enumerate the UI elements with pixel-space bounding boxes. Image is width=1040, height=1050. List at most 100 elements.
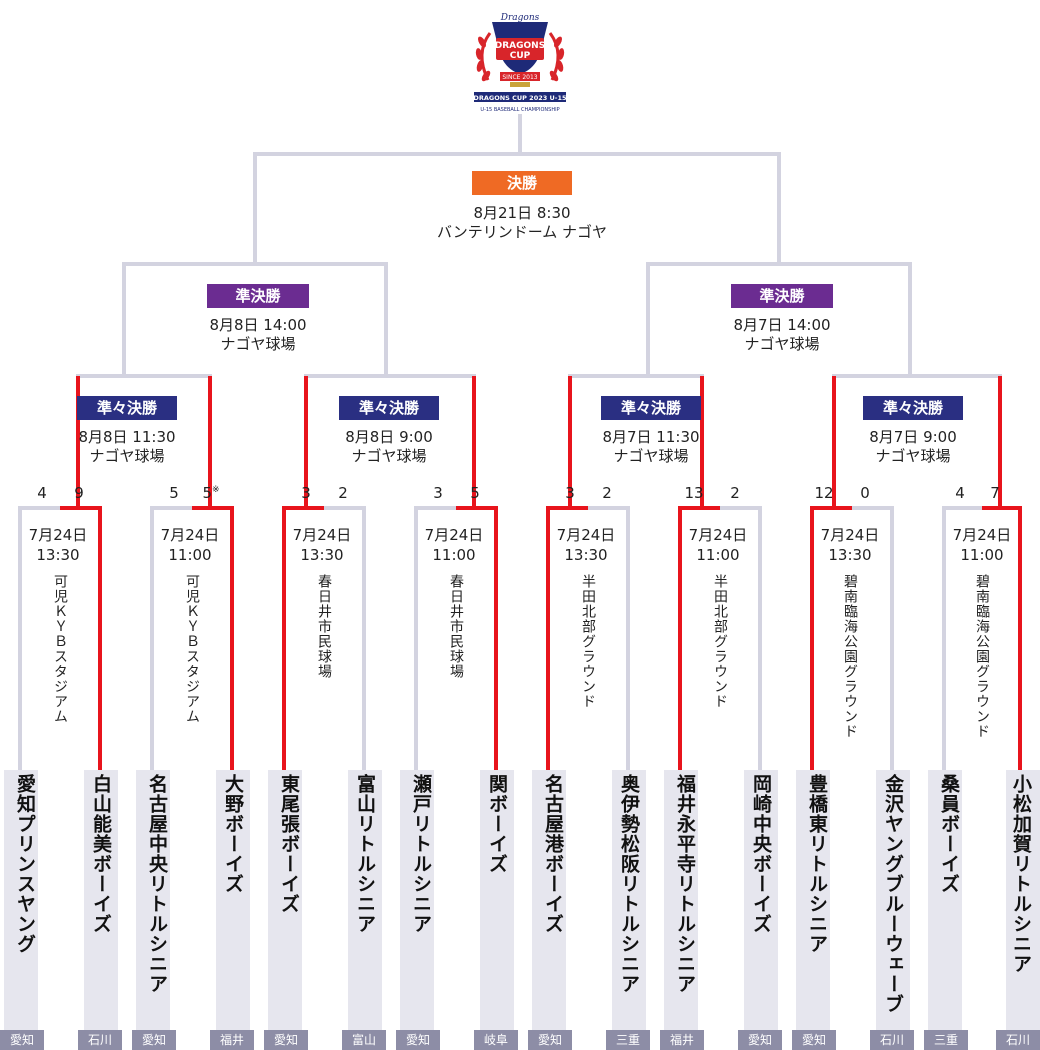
r16-time: 13:30 <box>564 546 608 564</box>
r16-venue: 春日井市民球場 <box>316 574 332 679</box>
final-venue: バンテリンドーム ナゴヤ <box>436 223 608 241</box>
team-column <box>664 770 698 1030</box>
score-right: 2 <box>602 484 612 502</box>
score-left: 4 <box>37 484 47 502</box>
team-column <box>612 770 646 1030</box>
r16-time: 11:00 <box>960 546 1004 564</box>
prefecture-badge: 富山 <box>342 1030 386 1050</box>
team-column <box>136 770 170 1030</box>
r16-venue: 春日井市民球場 <box>448 574 464 679</box>
score-right: 7 <box>990 484 1000 502</box>
r16-venue: 可児ＫＹＢスタジアム <box>184 574 200 724</box>
r16-time: 11:00 <box>432 546 476 564</box>
prefecture-badge: 三重 <box>924 1030 968 1050</box>
semifinal-2-venue: ナゴヤ球場 <box>744 335 820 353</box>
team-column <box>400 770 434 1030</box>
team-column <box>796 770 830 1030</box>
r16-venue: 碧南臨海公園グラウンド <box>842 574 858 739</box>
final-date: 8月21日 8:30 <box>473 204 571 222</box>
quarterfinal-1-badge: 準々決勝 <box>77 396 177 420</box>
team-column <box>84 770 118 1030</box>
team-column <box>4 770 38 1030</box>
team-column <box>216 770 250 1030</box>
r16-date: 7月24日 <box>556 526 616 544</box>
quarterfinal-4-venue: ナゴヤ球場 <box>875 447 951 465</box>
final-badge: 決勝 <box>472 171 572 195</box>
team-name: 瀬戸リトルシニア <box>410 774 432 934</box>
r16-venue: 可児ＫＹＢスタジアム <box>52 574 68 724</box>
r16-venue: 半田北部グラウンド <box>712 574 728 709</box>
r16-time: 13:30 <box>828 546 872 564</box>
r16-time: 13:30 <box>300 546 344 564</box>
team-name: 名古屋中央リトルシニア <box>146 774 168 994</box>
team-column <box>268 770 302 1030</box>
quarterfinal-3-venue: ナゴヤ球場 <box>613 447 689 465</box>
score-left: 5 <box>169 484 179 502</box>
team-column <box>928 770 962 1030</box>
svg-text:Dragons: Dragons <box>500 13 540 23</box>
quarterfinal-2-badge: 準々決勝 <box>339 396 439 420</box>
r16-date: 7月24日 <box>820 526 880 544</box>
dragons-cup-logo: Dragons DRAGONS CUP SINCE 2013 DRAGONS C… <box>473 13 567 113</box>
r16-date: 7月24日 <box>28 526 88 544</box>
quarterfinal-4-date: 8月7日 9:00 <box>869 428 957 446</box>
svg-text:DRAGONS: DRAGONS <box>495 41 545 51</box>
r16-time: 11:00 <box>168 546 212 564</box>
team-name: 桑員ボーイズ <box>938 774 960 894</box>
team-column <box>532 770 566 1030</box>
team-column <box>1006 770 1040 1030</box>
prefecture-badge: 石川 <box>870 1030 914 1050</box>
r16-time: 11:00 <box>696 546 740 564</box>
quarterfinal-4-badge: 準々決勝 <box>863 396 963 420</box>
r16-date: 7月24日 <box>160 526 220 544</box>
r16-venue: 半田北部グラウンド <box>580 574 596 709</box>
team-name: 小松加賀リトルシニア <box>1010 774 1032 974</box>
team-name: 愛知プリンスヤング <box>14 774 36 954</box>
quarterfinal-3-date: 8月7日 11:30 <box>602 428 700 446</box>
semifinal-1-badge: 準決勝 <box>207 284 309 308</box>
semifinal-2-badge: 準決勝 <box>731 284 833 308</box>
r16-date: 7月24日 <box>292 526 352 544</box>
score-left: 12 <box>814 484 834 502</box>
team-name: 大野ボーイズ <box>222 774 244 894</box>
score-left: 4 <box>955 484 965 502</box>
team-name: 岡崎中央ボーイズ <box>750 774 772 934</box>
prefecture-badge: 愛知 <box>396 1030 440 1050</box>
quarterfinal-2-date: 8月8日 9:00 <box>345 428 433 446</box>
quarterfinal-3-badge: 準々決勝 <box>601 396 701 420</box>
r16-venue: 碧南臨海公園グラウンド <box>974 574 990 739</box>
team-name: 富山リトルシニア <box>354 774 376 934</box>
team-name: 名古屋港ボーイズ <box>542 774 564 934</box>
prefecture-badge: 福井 <box>660 1030 704 1050</box>
quarterfinal-1-venue: ナゴヤ球場 <box>89 447 165 465</box>
semifinal-1-venue: ナゴヤ球場 <box>220 335 296 353</box>
prefecture-badge: 愛知 <box>132 1030 176 1050</box>
prefecture-badge: 愛知 <box>0 1030 44 1050</box>
prefecture-badge: 福井 <box>210 1030 254 1050</box>
score-left: 13 <box>684 484 704 502</box>
prefecture-badge: 愛知 <box>528 1030 572 1050</box>
quarterfinal-2-venue: ナゴヤ球場 <box>351 447 427 465</box>
prefecture-badge: 三重 <box>606 1030 650 1050</box>
score-left: 3 <box>565 484 575 502</box>
team-column <box>480 770 514 1030</box>
team-name: 関ボーイズ <box>486 774 508 874</box>
quarterfinal-1-date: 8月8日 11:30 <box>78 428 176 446</box>
score-left: 3 <box>301 484 311 502</box>
team-column <box>876 770 910 1030</box>
prefecture-badge: 石川 <box>996 1030 1040 1050</box>
score-right: 0 <box>860 484 870 502</box>
score-right: 2 <box>730 484 740 502</box>
svg-text:U-15 BASEBALL CHAMPIONSHIP: U-15 BASEBALL CHAMPIONSHIP <box>480 107 559 113</box>
r16-time: 13:30 <box>36 546 80 564</box>
semifinal-2-date: 8月7日 14:00 <box>733 316 831 334</box>
prefecture-badge: 愛知 <box>738 1030 782 1050</box>
svg-text:DRAGONS CUP 2023 U-15: DRAGONS CUP 2023 U-15 <box>473 94 567 102</box>
team-name: 白山能美ボーイズ <box>90 774 112 934</box>
semifinal-1-date: 8月8日 14:00 <box>209 316 307 334</box>
svg-text:CUP: CUP <box>510 51 531 61</box>
prefecture-badge: 石川 <box>78 1030 122 1050</box>
r16-date: 7月24日 <box>688 526 748 544</box>
team-name: 東尾張ボーイズ <box>278 774 300 914</box>
